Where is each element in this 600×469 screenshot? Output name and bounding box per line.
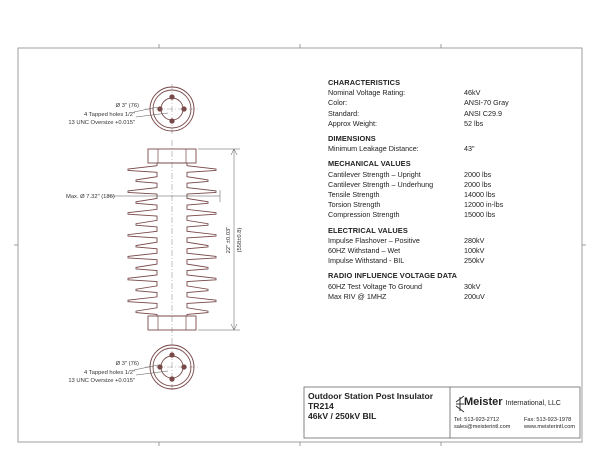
spec-value: 280kV bbox=[464, 235, 485, 245]
spec-row: Approx Weight: 52 lbs bbox=[328, 119, 578, 129]
bottom-cap bbox=[147, 315, 197, 331]
spec-label: Impulse Flashover – Positive bbox=[328, 235, 420, 245]
spec-row: 60HZ Withstand – Wet 100kV bbox=[328, 246, 578, 256]
spec-row: Minimum Leakage Distance: 43" bbox=[328, 144, 578, 154]
company-website[interactable]: www.meisterintl.com bbox=[524, 424, 575, 430]
spec-label: Compression Strength bbox=[328, 210, 400, 220]
spec-row: Color: ANSI-70 Gray bbox=[328, 98, 578, 108]
spec-value: 2000 lbs bbox=[464, 179, 492, 189]
title-block-product: Outdoor Station Post Insulator TR214 46k… bbox=[308, 391, 433, 421]
spec-value: 250kV bbox=[464, 256, 485, 266]
electrical-title: ELECTRICAL VALUES bbox=[328, 225, 408, 235]
spec-row: 60HZ Test Voltage To Ground 30kV bbox=[328, 282, 578, 292]
top-view bbox=[133, 84, 200, 134]
spec-label: Cantilever Strength – Underhung bbox=[328, 179, 434, 189]
spec-value: 12000 in-lbs bbox=[464, 200, 504, 210]
spec-row: Standard: ANSI C29.9 bbox=[328, 109, 578, 119]
spec-row: Cantilever Strength – Upright 2000 lbs bbox=[328, 170, 578, 180]
spec-row: Max RIV @ 1MHZ 200uV bbox=[328, 292, 578, 302]
spec-label: Max RIV @ 1MHZ bbox=[328, 291, 387, 301]
spec-label: Torsion Strength bbox=[328, 200, 381, 210]
spec-label: Standard: bbox=[328, 108, 360, 118]
bottom-diameter-label: Ø 3" (76) bbox=[116, 361, 139, 367]
bottom-holes-label-1: 4 Tapped holes 1/2" bbox=[84, 370, 135, 376]
top-holes-label-1: 4 Tapped holes 1/2" bbox=[84, 112, 135, 118]
product-model: TR214 bbox=[308, 401, 334, 411]
spec-row: Compression Strength 15000 lbs bbox=[328, 210, 578, 220]
spec-value: ANSI-70 Gray bbox=[464, 98, 509, 108]
spec-label: Color: bbox=[328, 98, 348, 108]
spec-value: ANSI C29.9 bbox=[464, 108, 502, 118]
spec-value: 14000 lbs bbox=[464, 190, 496, 200]
top-diameter-label: Ø 3" (76) bbox=[116, 103, 139, 109]
spec-label: Tensile Strength bbox=[328, 190, 380, 200]
title-block-company: Meister International, LLC Tel: 513-923-… bbox=[450, 387, 580, 438]
dimensions-list: Minimum Leakage Distance: 43" bbox=[328, 144, 578, 154]
spec-label: Approx Weight: bbox=[328, 118, 378, 128]
product-rating: 46kV / 250kV BIL bbox=[308, 411, 377, 421]
max-diameter-label: Max. Ø 7.32" (186) bbox=[66, 194, 115, 200]
border-ticks bbox=[14, 44, 586, 446]
company-name: Meister bbox=[464, 396, 503, 408]
spec-value: 52 lbs bbox=[464, 118, 484, 128]
spec-value: 100kV bbox=[464, 246, 485, 256]
spec-row: Tensile Strength 14000 lbs bbox=[328, 190, 578, 200]
spec-value: 46kV bbox=[464, 88, 481, 98]
bottom-view bbox=[133, 340, 200, 392]
top-holes-label-2: 13 UNC Oversize +0.015" bbox=[68, 120, 135, 126]
spec-label: Nominal Voltage Rating: bbox=[328, 88, 406, 98]
spec-label: Minimum Leakage Distance: bbox=[328, 144, 419, 154]
title-block-frame bbox=[303, 386, 581, 439]
spec-value: 43" bbox=[464, 144, 475, 154]
company-email[interactable]: sales@meisterintl.com bbox=[454, 424, 511, 430]
dimensions-title: DIMENSIONS bbox=[328, 134, 376, 144]
characteristics-title: CHARACTERISTICS bbox=[328, 78, 401, 87]
company-tel: Tel: 513-923-2712 bbox=[454, 417, 500, 423]
product-name: Outdoor Station Post Insulator bbox=[308, 391, 434, 401]
spec-row: Cantilever Strength – Underhung 2000 lbs bbox=[328, 180, 578, 190]
company-suffix: International, LLC bbox=[505, 400, 561, 407]
title-block: Outdoor Station Post Insulator TR214 46k… bbox=[304, 387, 580, 438]
spec-label: 60HZ Withstand – Wet bbox=[328, 246, 401, 256]
spec-row: Impulse Flashover – Positive 280kV bbox=[328, 236, 578, 246]
spec-value: 2000 lbs bbox=[464, 169, 492, 179]
spec-row: Impulse Withstand - BIL 250kV bbox=[328, 256, 578, 266]
spec-value: 15000 lbs bbox=[464, 210, 496, 220]
height-label: 22" ±0.03" bbox=[226, 227, 232, 254]
top-cap bbox=[147, 148, 197, 164]
company-logo: Meister International, LLC bbox=[464, 396, 561, 408]
bottom-holes-label-2: 13 UNC Oversize +0.015" bbox=[68, 378, 135, 384]
mechanical-title: MECHANICAL VALUES bbox=[328, 159, 411, 169]
spec-label: 60HZ Test Voltage To Ground bbox=[328, 281, 423, 291]
spec-value: 200uV bbox=[464, 291, 485, 301]
spec-label: Impulse Withstand - BIL bbox=[328, 256, 405, 266]
spec-value: 30kV bbox=[464, 281, 481, 291]
spec-sheet: CHARACTERISTICS Nominal Voltage Rating: 4… bbox=[328, 78, 578, 302]
height-dimension bbox=[198, 148, 240, 331]
spec-row: Nominal Voltage Rating: 46kV bbox=[328, 88, 578, 98]
meister-logo-icon bbox=[455, 395, 465, 413]
side-view bbox=[108, 140, 240, 340]
characteristics-list: Nominal Voltage Rating: 46kV Color: ANSI-70… bbox=[328, 88, 578, 129]
radio-title: RADIO INFLUENCE VOLTAGE DATA bbox=[328, 271, 458, 281]
spec-label: Cantilever Strength – Upright bbox=[328, 169, 421, 179]
height-mm-label: (558±0.8) bbox=[237, 228, 243, 253]
spec-row: Torsion Strength 12000 in-lbs bbox=[328, 200, 578, 210]
company-fax: Fax: 513-923-1978 bbox=[524, 417, 572, 423]
